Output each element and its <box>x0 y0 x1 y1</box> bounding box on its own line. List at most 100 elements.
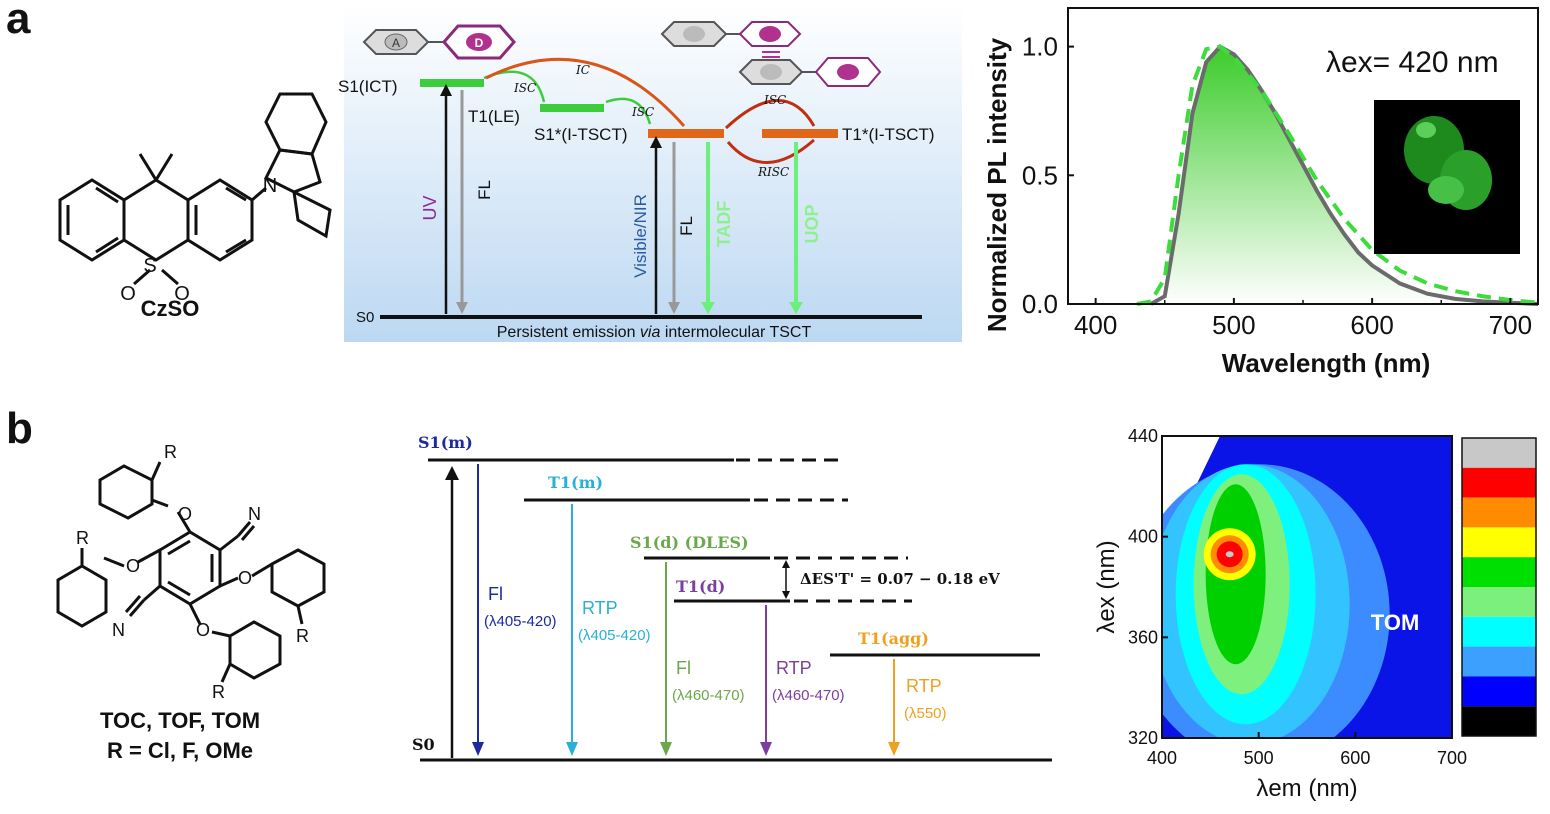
heatmap-xtick-label-3: 700 <box>1437 748 1467 768</box>
rtp-energy-diagram: S1(m) T1(m) S1(d) (DLES) T1(d) T1(agg) S… <box>412 433 1052 762</box>
pl-inset-image <box>1374 100 1520 254</box>
pl-area-fill <box>1150 46 1538 304</box>
t1-le-level <box>540 104 604 112</box>
heatmap-contour-8 <box>1225 551 1234 558</box>
heatmap-left-margin <box>1088 420 1162 810</box>
toc-atom-n2: N <box>112 620 125 640</box>
heatmap-ytick-label-2: 400 <box>1128 527 1158 547</box>
tsct-energy-diagram: A D S1(ICT) T1(LE) S1*(I-TSCT) T1*(I-TSC… <box>338 4 962 342</box>
emission-2-name: Fl <box>676 658 691 678</box>
toc-atom-o2: O <box>126 556 140 576</box>
fl1-text: FL <box>475 180 494 200</box>
t1agg-text: T1(agg) <box>858 629 929 648</box>
colorbar-swatch-9 <box>1462 706 1536 736</box>
czso-name: CzSO <box>140 296 200 321</box>
emission-4-name: RTP <box>906 676 942 696</box>
colorbar-swatch-6 <box>1462 616 1536 647</box>
heatmap-ytick-label-0: 320 <box>1128 728 1158 748</box>
pl-xtick-label-3: 700 <box>1489 310 1532 340</box>
panel-a-label: a <box>6 0 31 43</box>
visnir-text: Visible/NIR <box>631 194 650 278</box>
t1-itsct-level <box>762 129 838 138</box>
s1m-text: S1(m) <box>418 433 473 452</box>
emission-3-name: RTP <box>776 658 812 678</box>
toc-atom-n1: N <box>248 504 261 524</box>
czso-atom-o2: O <box>174 283 190 305</box>
emission-1-name: RTP <box>582 598 618 618</box>
acceptor-label: A <box>392 36 400 50</box>
risc-text: RISC <box>757 165 789 179</box>
pl-annotation: λex= 420 nm <box>1326 46 1499 79</box>
colorbar-swatch-1 <box>1462 467 1536 498</box>
toc-atom-o1: O <box>178 504 192 524</box>
uv-text: UV <box>420 195 440 220</box>
t1d-text: T1(d) <box>676 577 725 596</box>
pl-xtick-label-0: 400 <box>1074 310 1117 340</box>
pl-xtick-label-2: 600 <box>1350 310 1393 340</box>
toc-structure: R O N R O O R N O R <box>56 442 326 702</box>
heatmap-ytick-label-3: 440 <box>1128 426 1158 446</box>
pl-ytick-label-2: 1.0 <box>1022 32 1058 62</box>
s0b-text: S0 <box>412 735 435 754</box>
pl-xtick-label-1: 500 <box>1212 310 1255 340</box>
emission-1-range: (λ405-420) <box>578 627 651 644</box>
heatmap-xtick-label-1: 500 <box>1244 748 1274 768</box>
pl-series-0 <box>1149 44 1539 306</box>
uop-text: UOP <box>802 204 822 243</box>
pl-xlabel: Wavelength (nm) <box>1222 348 1430 378</box>
colorbar-swatch-8 <box>1462 676 1536 707</box>
pl-spectrum-chart: 400 500 600 700 0.0 0.5 1.0 Wavelength (nm) No… <box>982 7 1539 378</box>
colorbar-swatch-7 <box>1462 646 1536 677</box>
toc-names: TOC, TOF, TOM <box>99 708 261 733</box>
heatmap-top-margin <box>1162 420 1452 436</box>
pl-series-1 <box>1136 44 1539 306</box>
emission-0-name: Fl <box>488 584 503 604</box>
heatmap-annotation: TOM <box>1371 610 1419 635</box>
colorbar-swatch-3 <box>1462 527 1536 558</box>
toc-atom-r4: R <box>212 682 225 702</box>
toc-atom-r2: R <box>76 528 89 548</box>
acceptor-donor-molecule: A D <box>362 24 516 60</box>
toc-atom-o4: O <box>196 620 210 640</box>
fl2-text: FL <box>677 216 696 236</box>
emission-2-range: (λ460-470) <box>672 687 745 704</box>
donor-label: D <box>475 36 484 50</box>
colorbar-swatch-2 <box>1462 497 1536 528</box>
heatmap-xlabel: λem (nm) <box>1256 775 1357 802</box>
gap-text: ΔES'T' = 0.07 − 0.18 eV <box>800 570 1000 588</box>
heatmap-xtick-label-2: 600 <box>1340 748 1370 768</box>
pl-ytick-label-1: 0.5 <box>1022 160 1058 190</box>
toc-atom-o3: O <box>238 568 252 588</box>
colorbar-frame <box>1461 437 1537 737</box>
heatmap-frame <box>1161 435 1453 739</box>
toc-substituents: R = Cl, F, OMe <box>106 738 254 763</box>
emission-0-range: (λ405-420) <box>484 613 557 630</box>
t1-itsct-text: T1*(I-TSCT) <box>842 125 935 144</box>
heatmap-bottom-margin <box>1162 738 1452 810</box>
emission-4-range: (λ550) <box>904 705 947 722</box>
czso-structure: S O O N <box>58 92 332 305</box>
toc-atom-r3: R <box>296 626 309 646</box>
czso-atom-s: S <box>143 255 156 277</box>
s1-ict-level <box>420 79 484 87</box>
heatmap-right-margin <box>1452 420 1464 810</box>
s1-itsct-level <box>648 129 724 138</box>
toc-atom-r1: R <box>164 442 177 462</box>
czso-atom-o1: O <box>120 283 136 305</box>
stacked-dimer <box>660 21 882 87</box>
t1-le-text: T1(LE) <box>468 107 520 126</box>
pl-ylabel: Normalized PL intensity <box>982 37 1012 332</box>
emission-3-range: (λ460-470) <box>772 687 845 704</box>
s1-itsct-text: S1*(I-TSCT) <box>534 125 628 144</box>
pl-ytick-label-0: 0.0 <box>1022 289 1058 319</box>
diagram-caption: Persistent emission via intermolecular T… <box>497 324 812 341</box>
isc2-text: ISC <box>631 105 654 119</box>
colorbar-swatch-5 <box>1462 587 1536 617</box>
isc1-text: ISC <box>513 81 536 95</box>
t1m-text: T1(m) <box>548 473 603 492</box>
heatmap-ytick-label-1: 360 <box>1128 627 1158 647</box>
heatmap-ylabel: λex (nm) <box>1093 540 1120 633</box>
tadf-text: TADF <box>714 201 734 248</box>
czso-atom-n: N <box>263 175 277 197</box>
panel-b-label: b <box>6 404 33 453</box>
